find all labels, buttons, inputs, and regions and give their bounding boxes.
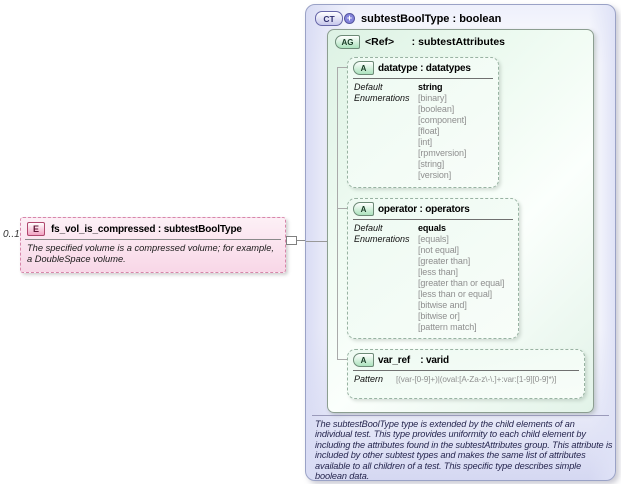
facet-values: string bbox=[418, 82, 443, 93]
facet-row: Enumerations [binary][boolean][component]… bbox=[354, 93, 492, 181]
facet-row: Enumerations[equals][not equal][greater … bbox=[354, 234, 512, 333]
connector-line bbox=[306, 241, 327, 242]
attribute-title-row: A operator : operators bbox=[348, 199, 518, 218]
enum-value: [component] bbox=[418, 115, 467, 125]
type-annotation: The subtestBoolType type is extended by … bbox=[315, 419, 613, 481]
default-value: equals bbox=[418, 223, 446, 233]
complex-type-title: subtestBoolType : boolean bbox=[361, 12, 502, 25]
enum-value: [rpmversion] bbox=[418, 148, 467, 158]
enum-value: [version] bbox=[418, 170, 452, 180]
element-title: fs_vol_is_compressed : subtestBoolType bbox=[51, 223, 242, 235]
divider bbox=[353, 219, 513, 220]
divider bbox=[353, 370, 579, 371]
enum-value: [equals] bbox=[418, 234, 449, 244]
facet-label: Default bbox=[354, 82, 383, 92]
facet-label: Enumerations bbox=[354, 234, 410, 244]
attribute-title-row: A datatype : datatypes bbox=[348, 58, 498, 77]
attribute-title: operator : operators bbox=[378, 203, 470, 215]
divider bbox=[312, 415, 609, 416]
enum-value: [pattern match] bbox=[418, 322, 477, 332]
element-icon: E bbox=[27, 222, 45, 236]
complex-type-title-row: CT + subtestBoolType : boolean bbox=[315, 11, 501, 26]
expand-icon[interactable]: + bbox=[344, 13, 355, 24]
enum-value: [not equal] bbox=[418, 245, 459, 255]
attribute-group-title: <Ref> : subtestAttributes bbox=[365, 36, 506, 48]
attribute-icon: A bbox=[353, 61, 374, 75]
facet-values: [(var-[0-9]+)|(oval:[A-Za-z\-\.]+:var:[1… bbox=[396, 374, 556, 385]
attribute-title: datatype : datatypes bbox=[378, 62, 471, 74]
attribute-group-node[interactable]: AG <Ref> : subtestAttributes A datatype … bbox=[327, 29, 594, 413]
enum-value: [int] bbox=[418, 137, 433, 147]
enum-value: [string] bbox=[418, 159, 445, 169]
element-title-row: E fs_vol_is_compressed : subtestBoolType bbox=[21, 218, 285, 238]
attribute-title: var_ref : varid bbox=[378, 354, 449, 366]
element-description: The specified volume is a compressed vol… bbox=[27, 243, 274, 264]
connector-line bbox=[337, 359, 347, 360]
attribute-group-title-row: AG <Ref> : subtestAttributes bbox=[328, 30, 593, 54]
enum-value: [less than or equal] bbox=[418, 289, 493, 299]
attribute-facets: Pattern [(var-[0-9]+)|(oval:[A-Za-z\-\.]+… bbox=[348, 373, 584, 386]
enum-value: [binary] bbox=[418, 93, 447, 103]
connector-spine bbox=[337, 67, 338, 360]
enum-value: [boolean] bbox=[418, 104, 455, 114]
facet-label: Pattern bbox=[354, 374, 384, 384]
enum-value: [less than] bbox=[418, 267, 458, 277]
facet-row: Pattern [(var-[0-9]+)|(oval:[A-Za-z\-\.]+… bbox=[354, 374, 578, 385]
default-value: string bbox=[418, 82, 443, 92]
enum-value: [greater than] bbox=[418, 256, 471, 266]
facet-values: [equals][not equal][greater than][less t… bbox=[418, 234, 504, 333]
attribute-icon: A bbox=[353, 202, 374, 216]
facet-label: Enumerations bbox=[354, 93, 410, 103]
complex-type-icon: CT bbox=[315, 11, 343, 26]
element-node[interactable]: E fs_vol_is_compressed : subtestBoolType… bbox=[20, 217, 286, 273]
enum-value: [float] bbox=[418, 126, 440, 136]
cardinality-label: 0..1 bbox=[3, 229, 20, 240]
connector-line bbox=[337, 67, 347, 68]
pattern-value: [(var-[0-9]+)|(oval:[A-Za-z\-\.]+:var:[1… bbox=[396, 375, 557, 384]
enum-value: [greater than or equal] bbox=[418, 278, 505, 288]
divider bbox=[25, 239, 281, 240]
facet-values: equals bbox=[418, 223, 446, 234]
facet-label: Default bbox=[354, 223, 383, 233]
connector-line bbox=[337, 208, 347, 209]
enum-value: [bitwise or] bbox=[418, 311, 460, 321]
attribute-node[interactable]: A var_ref : varid Pattern [(var-[0-9]+)|(… bbox=[347, 349, 585, 399]
complex-type-node[interactable]: CT + subtestBoolType : boolean AG <Ref> … bbox=[305, 4, 616, 481]
facet-values: [binary][boolean][component][float][int]… bbox=[418, 93, 467, 181]
attribute-icon: A bbox=[353, 353, 374, 367]
attribute-title-row: A var_ref : varid bbox=[348, 350, 584, 369]
connector-line bbox=[297, 240, 306, 241]
attribute-group-icon: AG bbox=[335, 35, 360, 49]
connector-square bbox=[286, 236, 297, 245]
facet-row: Default equals bbox=[354, 223, 512, 234]
enum-value: [bitwise and] bbox=[418, 300, 467, 310]
facet-row: Default string bbox=[354, 82, 492, 93]
divider bbox=[353, 78, 493, 79]
